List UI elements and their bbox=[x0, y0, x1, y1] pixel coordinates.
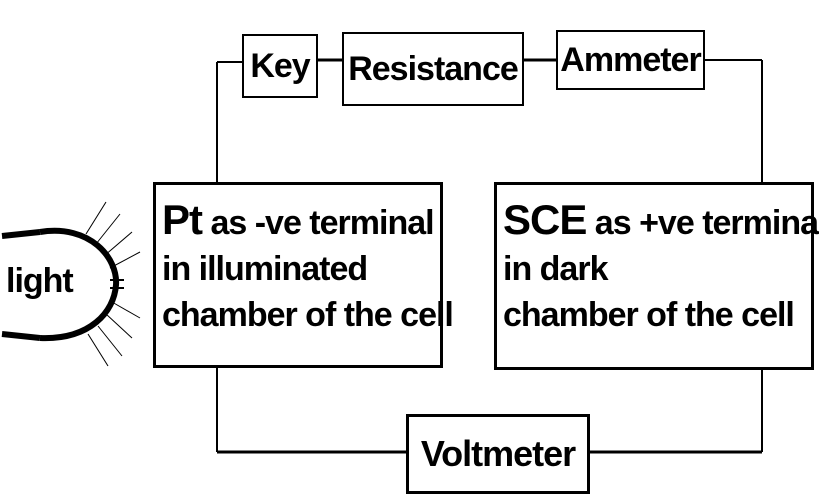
resistance-label: Resistance bbox=[348, 49, 519, 88]
light-source-icon bbox=[1, 201, 141, 367]
voltmeter-box: Voltmeter bbox=[406, 414, 590, 494]
left-electrode-line1: Pt as -ve terminal bbox=[162, 197, 440, 246]
right-electrode-line1: SCE as +ve terminal bbox=[503, 196, 819, 246]
resistance-box: Resistance bbox=[342, 32, 524, 106]
light-ray bbox=[85, 201, 107, 235]
left-electrode-line3: chamber of the cell bbox=[162, 296, 454, 334]
ammeter-label: Ammeter bbox=[560, 40, 701, 79]
lamp-outline bbox=[39, 227, 120, 342]
right-electrode-line3: chamber of the cell bbox=[503, 296, 795, 334]
left-electrode-role: as -ve terminal bbox=[202, 204, 434, 242]
right-electrode-line2: in dark bbox=[503, 250, 608, 288]
light-ray bbox=[87, 333, 109, 367]
light-label: light bbox=[6, 262, 74, 300]
key-box: Key bbox=[242, 34, 318, 98]
light-ray bbox=[109, 251, 141, 269]
left-electrode-line2: in illuminated bbox=[162, 250, 368, 288]
right-electrode-box: SCE as +ve terminal in dark chamber of t… bbox=[494, 182, 819, 370]
right-electrode-role: as +ve terminal bbox=[586, 204, 819, 242]
light-ray bbox=[95, 213, 121, 245]
key-label: Key bbox=[250, 46, 310, 85]
light-ray bbox=[111, 301, 141, 319]
left-electrode-box: Pt as -ve terminal in illuminated chambe… bbox=[153, 182, 454, 368]
light-ray bbox=[105, 313, 133, 339]
right-electrode-symbol: SCE bbox=[503, 196, 587, 243]
voltmeter-label: Voltmeter bbox=[420, 433, 576, 474]
lamp-outline-left bbox=[1, 229, 41, 341]
light-ray bbox=[97, 325, 123, 357]
ammeter-box: Ammeter bbox=[556, 30, 705, 90]
light-ray bbox=[103, 231, 133, 257]
left-electrode-symbol: Pt bbox=[162, 196, 203, 243]
